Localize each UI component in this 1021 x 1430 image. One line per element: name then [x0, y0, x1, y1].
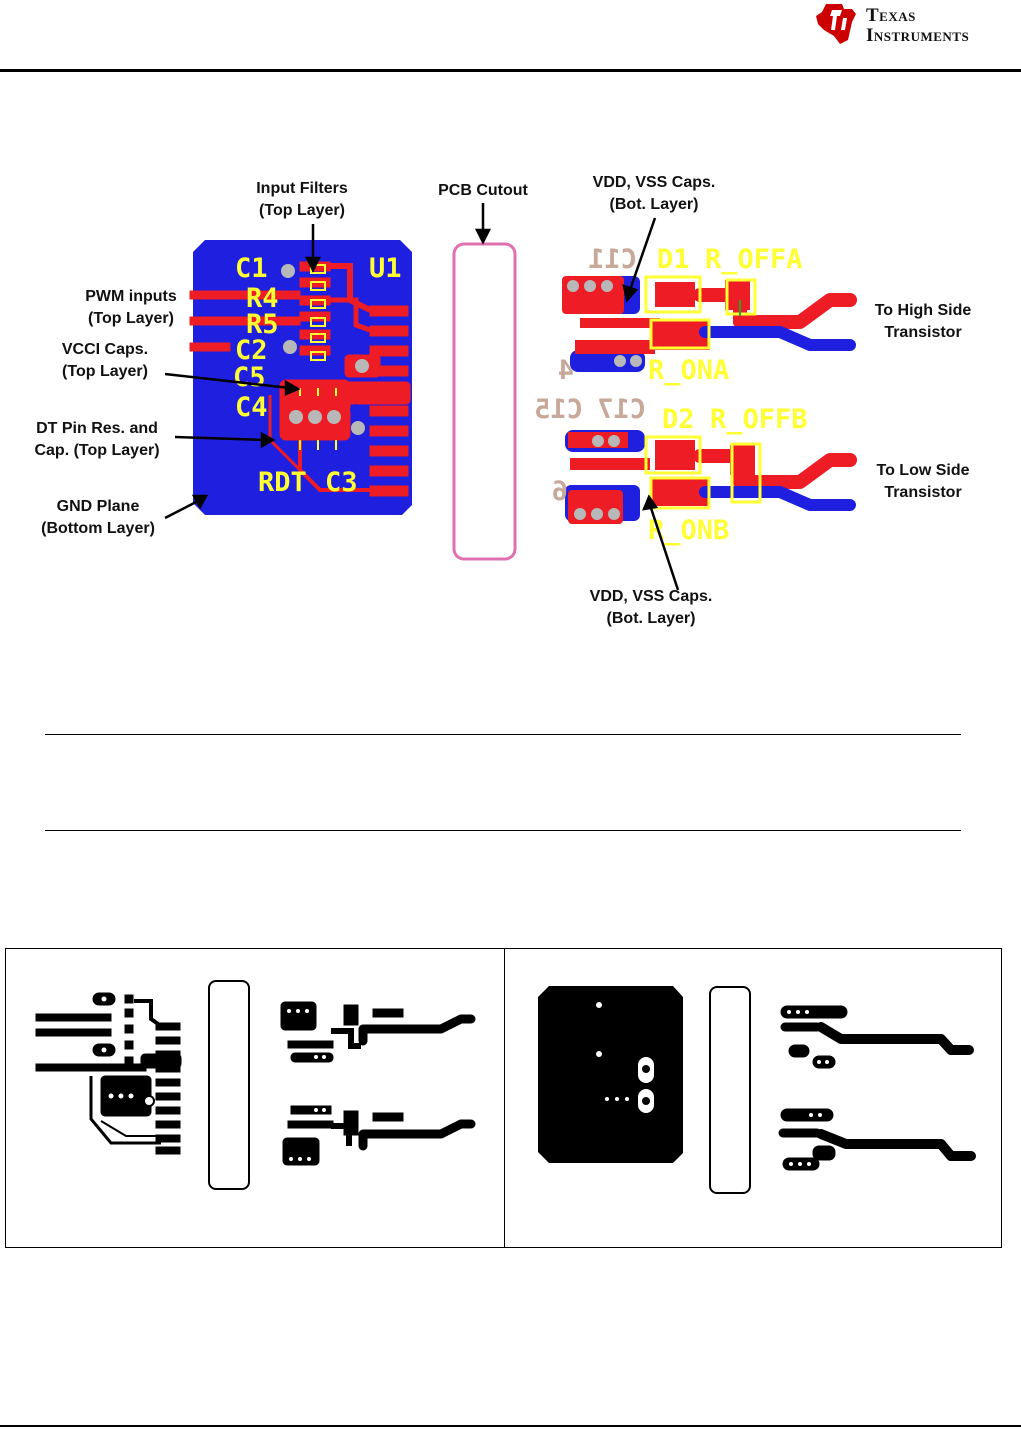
silk-rdt: RDT [258, 467, 307, 498]
callout-input-filters-l1: Input Filters [256, 180, 348, 197]
callout-low-side-l1: To Low Side [876, 462, 970, 479]
bottom-layer-gnd-plane [538, 986, 683, 1163]
ti-logo: Texas Instruments [812, 0, 1012, 50]
silk-c15-mirrored: C15 [534, 394, 583, 425]
ti-logo-icon [816, 4, 856, 44]
callout-vdd-vss-bottom-l2: (Bot. Layer) [606, 610, 696, 627]
separator-bottom [45, 830, 961, 831]
callout-low-side-l2: Transistor [884, 484, 962, 501]
layer-artwork-drawing [35, 980, 976, 1194]
silk-r-ona: R_ONA [648, 355, 729, 386]
silk-c4: C4 [235, 392, 268, 423]
silk-r-onb: R_ONB [648, 515, 729, 546]
callout-pcb-cutout: PCB Cutout [438, 182, 528, 199]
silk-c5: C5 [233, 362, 266, 393]
separator-top [45, 734, 961, 735]
callout-high-side-l2: Transistor [884, 324, 962, 341]
silk-r5: R5 [246, 309, 279, 340]
silk-u1: U1 [369, 253, 402, 284]
callout-vdd-vss-bottom-l1: VDD, VSS Caps. [589, 588, 713, 605]
silk-c2: C2 [235, 335, 268, 366]
callout-vcci-caps-l1: VCCI Caps. [61, 341, 149, 358]
right-upper-section [562, 275, 857, 372]
silk-c11-mirrored: C11 [588, 244, 637, 275]
callout-dt-pin-l1: DT Pin Res. and [36, 420, 158, 437]
left-silk-outlines [299, 264, 337, 450]
silk-c1: C1 [235, 253, 268, 284]
top-layer-artwork [35, 992, 182, 1155]
pcb-layout-drawing: C1 U1 R4 R5 C2 C5 C4 RDT C3 [164, 203, 857, 591]
callout-vcci-caps-l2: (Top Layer) [62, 363, 148, 380]
callout-gnd-plane-l2: (Bottom Layer) [41, 520, 155, 537]
silk-d1: D1 [657, 244, 690, 275]
figure-divider [504, 949, 505, 1247]
silk-c14-mirrored: 4 [558, 355, 574, 386]
left-vias [281, 264, 369, 435]
silk-r-offa: R_OFFA [705, 244, 803, 275]
right-lower-section [565, 430, 857, 524]
pcb-cutout [452, 242, 517, 561]
header-rule [0, 69, 1021, 72]
silk-c17-mirrored: C17 [597, 394, 646, 425]
silk-d2: D2 [662, 404, 695, 435]
silk-c3: C3 [325, 467, 358, 498]
logo-text-line2: Instruments [866, 25, 970, 46]
callout-vdd-vss-top-l1: VDD, VSS Caps. [592, 174, 716, 191]
callout-high-side-l1: To High Side [874, 302, 972, 319]
silk-r4: R4 [246, 283, 279, 314]
callout-dt-pin-l2: Cap. (Top Layer) [34, 442, 160, 459]
top-layer-cutout [208, 980, 250, 1190]
callout-gnd-plane-l1: GND Plane [56, 498, 140, 515]
silk-c16-mirrored: 6 [552, 476, 568, 507]
footer-rule [0, 1425, 1021, 1427]
silk-r-offb: R_OFFB [710, 404, 808, 435]
layer-artwork-figure [5, 948, 1002, 1248]
pcb-layout-figure: C1 U1 R4 R5 C2 C5 C4 RDT C3 [0, 170, 1021, 640]
bottom-layer-cutout [709, 986, 751, 1194]
callout-arrows [164, 203, 680, 591]
callout-pwm-inputs-l2: (Top Layer) [88, 310, 174, 327]
callout-input-filters-l2: (Top Layer) [259, 202, 345, 219]
callout-vdd-vss-top-l2: (Bot. Layer) [609, 196, 699, 213]
logo-text-line1: Texas [866, 5, 916, 26]
callout-pwm-inputs-l1: PWM inputs [85, 288, 177, 305]
